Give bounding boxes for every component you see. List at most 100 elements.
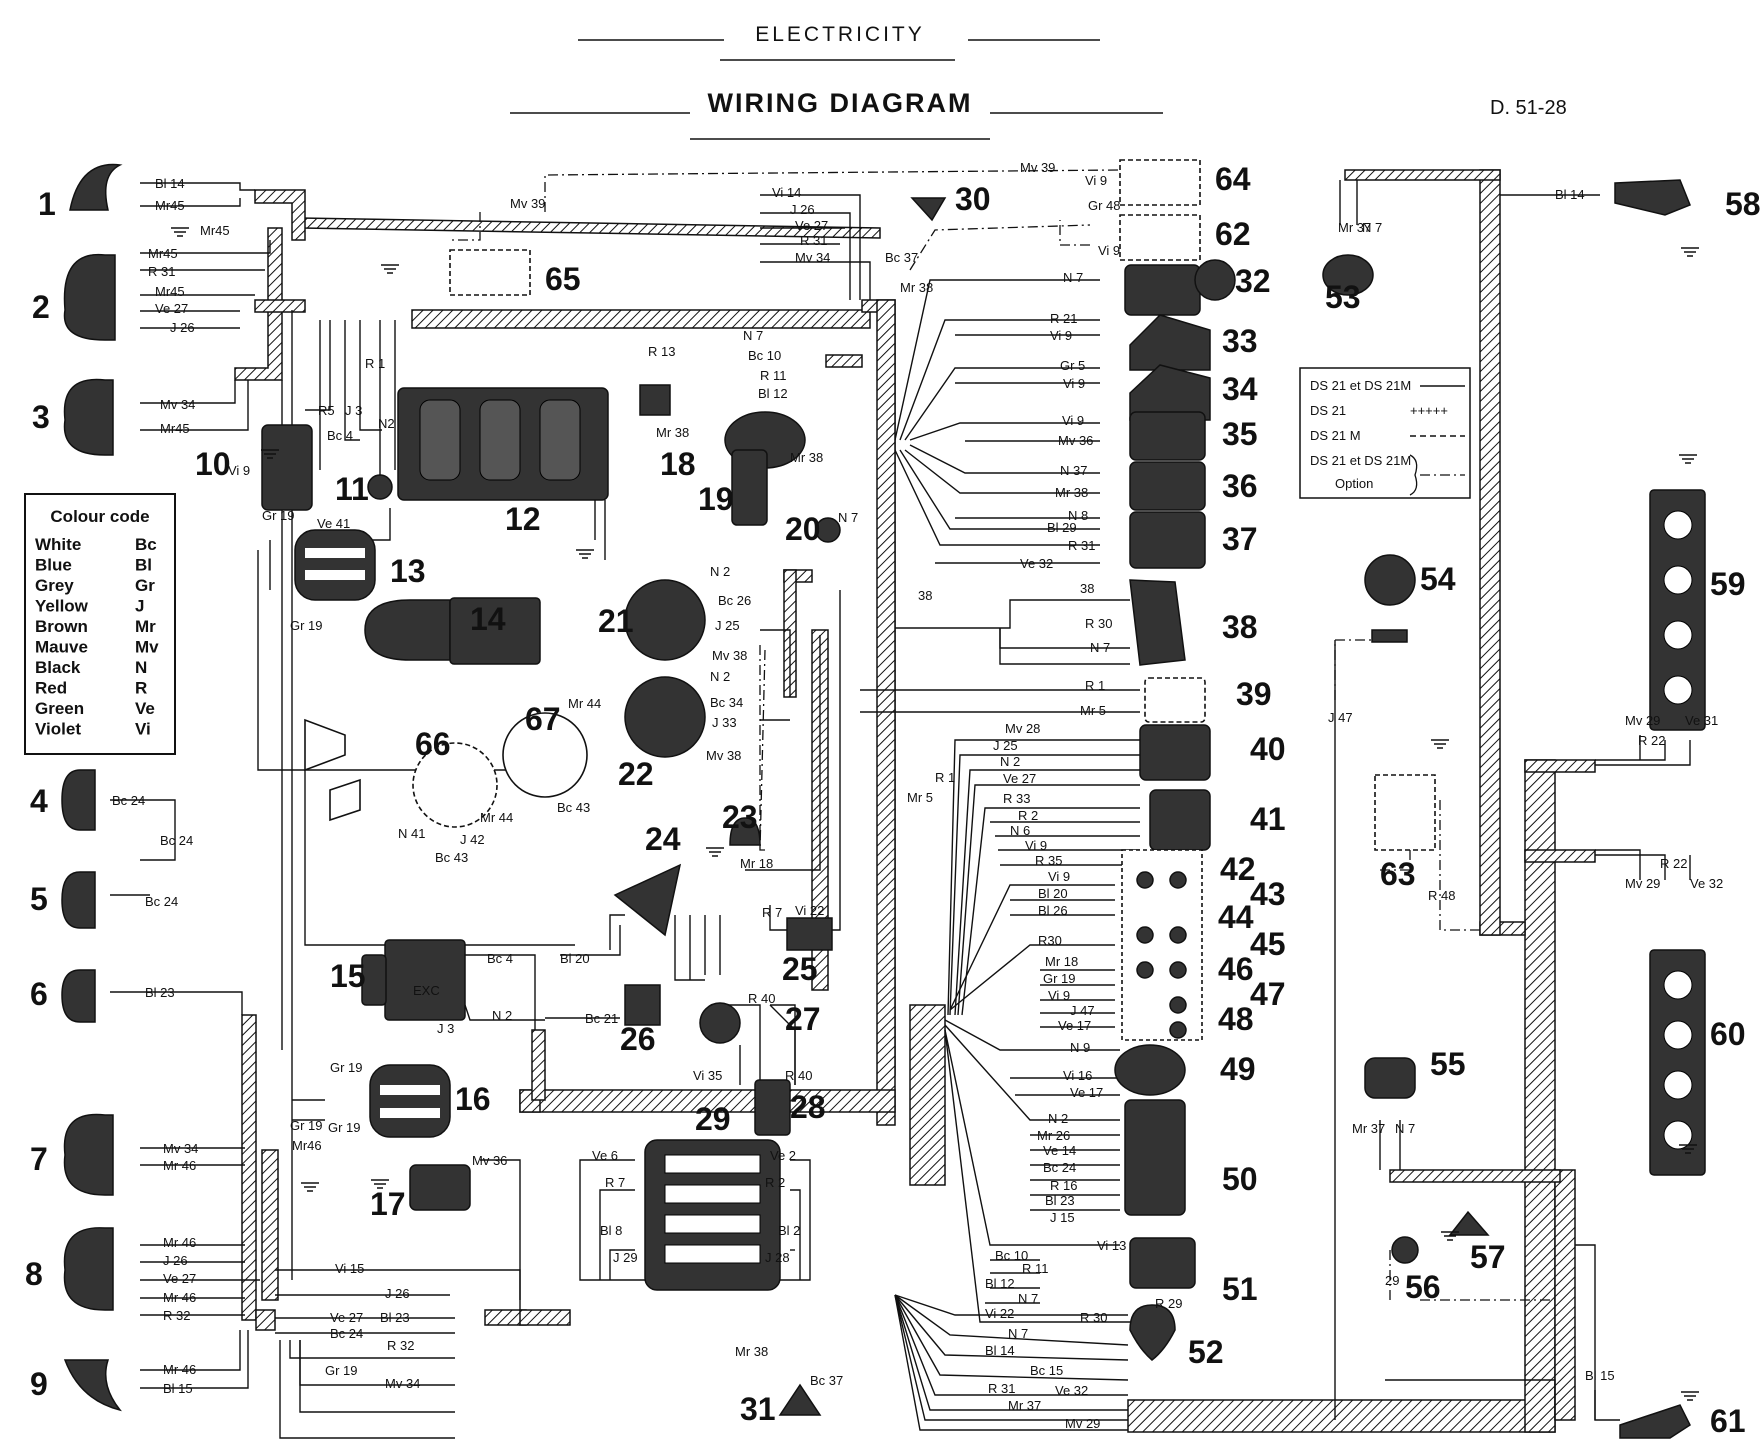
wire-label-rb8: Mv 29 [1065,1416,1100,1431]
component-number-12: 12 [505,501,541,537]
component-20-shape [815,517,841,543]
component-39-shape [1144,677,1206,723]
component-number-8: 8 [25,1256,43,1292]
colour-code-2: Gr [135,576,155,595]
component-number-43: 43 [1250,876,1286,912]
wire-label-c51d: Bl 12 [985,1276,1015,1291]
page-header: ELECTRICITY WIRING DIAGRAM D. 51-28 [510,23,1567,140]
wire-label-c35a: Vi 9 [1062,413,1084,428]
wire-label-c59c: Ve 31 [1685,713,1718,728]
wire-label-rb3: Bl 14 [985,1343,1015,1358]
component-number-61: 61 [1710,1403,1746,1439]
wire-label-c40c: N 2 [1000,754,1020,769]
component-18-shape [639,384,671,416]
wire-label-c66d: Bc 43 [435,850,468,865]
wire-label-bot5: Bc 24 [330,1326,363,1341]
component-number-29: 29 [695,1101,731,1137]
wire-label-c38d: 38 [918,588,932,603]
component-40-shape [1139,724,1211,781]
component-49-shape [1114,1044,1186,1096]
component-number-16: 16 [455,1081,491,1117]
colour-code-9: Vi [135,720,151,739]
wire-label-c46c: Vi 9 [1048,988,1070,1003]
wire-label-top2: J 26 [790,202,815,217]
component-number-20: 20 [785,511,821,547]
wire-label-c2e: J 26 [170,320,195,335]
colour-name-8: Green [35,699,84,718]
wire-label-c64a: Mv 39 [1020,160,1055,175]
wire-label-c27: R 40 [748,991,775,1006]
component-number-18: 18 [660,446,696,482]
wire-label-rb1: Vi 22 [985,1306,1014,1321]
wire-label-c37c: R 31 [1068,538,1095,553]
component-21-shape [624,579,706,661]
colour-code-title: Colour code [50,507,149,526]
wire-label-c46a: Mr 18 [1045,954,1078,969]
colour-name-4: Brown [35,617,88,636]
component-35-shape [1129,411,1206,461]
wire-label-c62b: Vi 9 [1098,243,1120,258]
component-10-shape [261,424,313,511]
component-number-49: 49 [1220,1051,1256,1087]
component-number-51: 51 [1222,1271,1258,1307]
wire-label-c40d: Ve 27 [1003,771,1036,786]
component-number-57: 57 [1470,1239,1506,1275]
component-8-shape [63,1227,114,1311]
wire-label-c42a: Vi 9 [1048,869,1070,884]
wire-label-c1a: Bl 14 [155,176,185,191]
wire-label-c15b: Bl 20 [560,951,590,966]
component-25-shape [786,917,833,951]
component-number-2: 2 [32,289,50,325]
wire-label-c22d: Mv 38 [706,748,741,763]
wire-label-c35b: Mv 36 [1058,433,1093,448]
wire-label-c26: Bc 21 [585,1011,618,1026]
component-number-10: 10 [195,446,231,482]
wire-label-c33b: Vi 9 [1050,328,1072,343]
legend-row-5-label: Option [1335,476,1373,491]
wire-label-rb2: N 7 [1008,1326,1028,1341]
wire-label-c29f: Bl 2 [778,1223,800,1238]
colour-code-0: Bc [135,535,157,554]
wire-label-rb6: Ve 32 [1055,1383,1088,1398]
wire-label-bot6: R 32 [387,1338,414,1353]
wire-label-c32: N 7 [1063,270,1083,285]
legend-row-3-label: DS 21 M [1310,428,1361,443]
wire-label-c2b: R 31 [148,264,175,279]
component-number-26: 26 [620,1021,656,1057]
wire-label-c46b: Gr 19 [1043,971,1076,986]
component-number-3: 3 [32,399,50,435]
wire-label-c15d: J 3 [437,1021,454,1036]
component-number-5: 5 [30,881,48,917]
wire-label-c19d: Bl 12 [758,386,788,401]
legend-row-2-mark: +++++ [1410,403,1448,418]
component-number-47: 47 [1250,976,1286,1012]
wire-label-c23: Mr 18 [740,856,773,871]
wire-label-c10bc4: Bc 4 [327,428,353,443]
colour-name-2: Grey [35,576,74,595]
component-3-shape [63,378,114,456]
component-50-shape [1124,1099,1186,1216]
component-number-48: 48 [1218,1001,1254,1037]
wire-label-c52a: R 30 [1080,1310,1107,1325]
component-22-shape [624,676,706,758]
wire-label-c53b: N 7 [1362,220,1382,235]
wire-label-c50a: N 2 [1048,1111,1068,1126]
wire-label-c67a: Mr 44 [568,696,601,711]
wire-label-c17: Mv 36 [472,1153,507,1168]
wire-label-c20: N 7 [838,510,858,525]
components [61,159,1706,1439]
wire-label-c5: Bc 24 [145,894,178,909]
reference-number: D. 51-28 [1490,97,1567,119]
component-number-56: 56 [1405,1269,1441,1305]
component-number-24: 24 [645,821,681,857]
wire-label-c49c: Ve 17 [1070,1085,1103,1100]
wire-label-c18b: Mr 38 [656,425,689,440]
component-number-39: 39 [1236,676,1272,712]
component-11-shape [367,474,393,500]
component-9-shape [63,1359,122,1412]
component-number-15: 15 [330,958,366,994]
component-number-38: 38 [1222,609,1258,645]
wire-label-c60c: Ve 32 [1690,876,1723,891]
wire-label-c49a: N 9 [1070,1040,1090,1055]
component-number-34: 34 [1222,371,1258,407]
